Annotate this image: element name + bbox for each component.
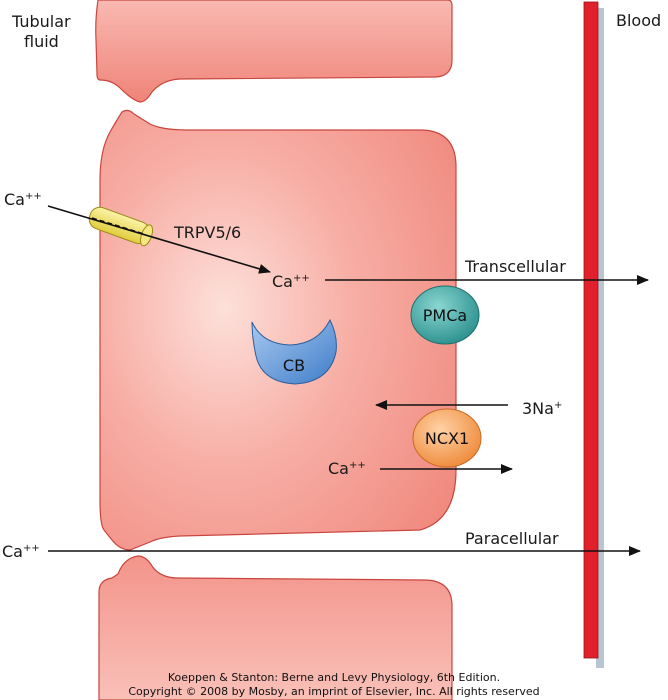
bottom-cell — [98, 555, 453, 700]
ncx1-label: NCX1 — [424, 429, 470, 448]
main-cell — [99, 109, 457, 551]
top-cell — [95, 0, 453, 103]
tubular-fluid-label: Tubular fluid — [12, 12, 71, 51]
paracellular-label: Paracellular — [465, 529, 559, 548]
ca-ncx-label: Ca++ — [328, 459, 366, 478]
credit-line-2: Copyright © 2008 by Mosby, an imprint of… — [128, 685, 540, 698]
channel-pore-path — [91, 217, 145, 235]
ca-entry-arrow — [47, 205, 271, 274]
transcellular-label: Transcellular — [465, 257, 566, 276]
ca-entry-label: Ca++ — [4, 190, 42, 209]
ca-intracellular-label: Ca++ — [272, 272, 310, 291]
pmca-pump-icon — [410, 285, 480, 345]
blood-vessel-shadow — [596, 8, 604, 668]
ncx1-exchanger-icon — [412, 408, 482, 468]
ca-paracellular-label: Ca++ — [2, 542, 40, 561]
cb-calbindin-icon — [251, 318, 337, 385]
trpv-label: TRPV5/6 — [174, 223, 242, 242]
pmca-label: PMCa — [422, 306, 468, 325]
blood-label: Blood — [616, 11, 662, 30]
cb-label: CB — [282, 356, 306, 375]
na-label: 3Na+ — [522, 399, 563, 418]
blood-vessel — [583, 1, 599, 659]
credit-line-1: Koeppen & Stanton: Berne and Levy Physio… — [167, 671, 501, 684]
